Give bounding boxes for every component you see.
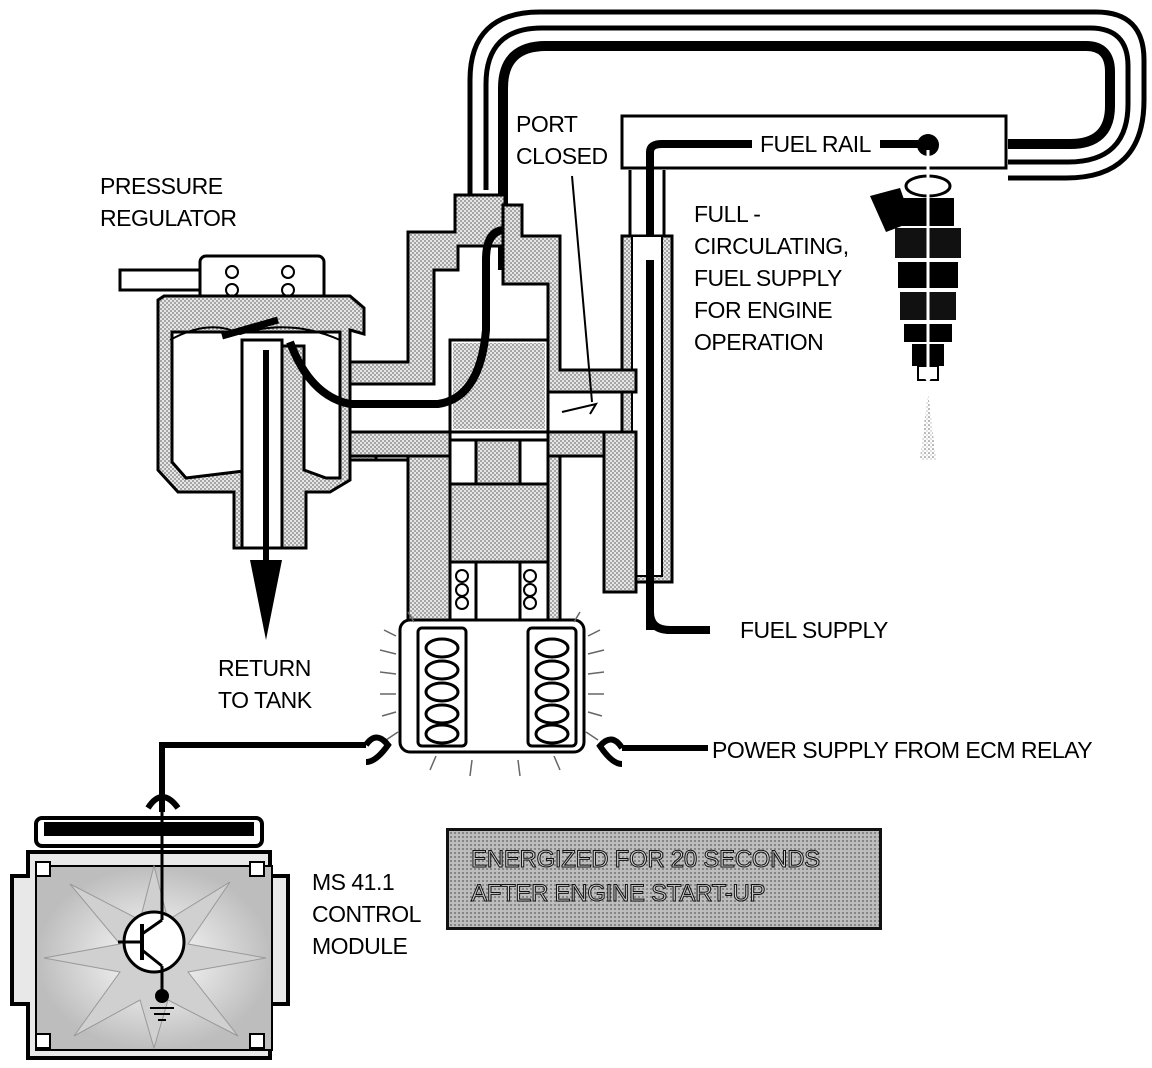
label-return-to-tank: RETURN TO TANK [218,655,312,713]
label-full-circulating: FULL - CIRCULATING, FUEL SUPPLY FOR ENGI… [694,201,849,355]
pressure-regulator [118,226,504,640]
fuel-rail [620,114,1008,630]
circulating-fuel-loop [467,9,1147,270]
energized-note-box: ENERGIZED FOR 20 SECONDS AFTER ENGINE ST… [446,828,882,930]
label-fuel-supply: FUEL SUPPLY [740,617,888,643]
energized-note-text: ENERGIZED FOR 20 SECONDS AFTER ENGINE ST… [471,846,821,908]
label-fuel-rail: FUEL RAIL [756,128,875,160]
label-control-module: MS 41.1 CONTROL MODULE [312,869,421,959]
label-power-supply: POWER SUPPLY FROM ECM RELAY [712,737,1093,763]
power-wiring [145,734,708,812]
port-closed-pointer [561,175,599,415]
fuel-injector [870,150,961,460]
label-pressure-regulator: PRESSURE REGULATOR [100,173,237,231]
control-module [10,812,290,1060]
solenoid-coil [379,611,605,777]
label-port-closed: PORT CLOSED [516,111,608,169]
